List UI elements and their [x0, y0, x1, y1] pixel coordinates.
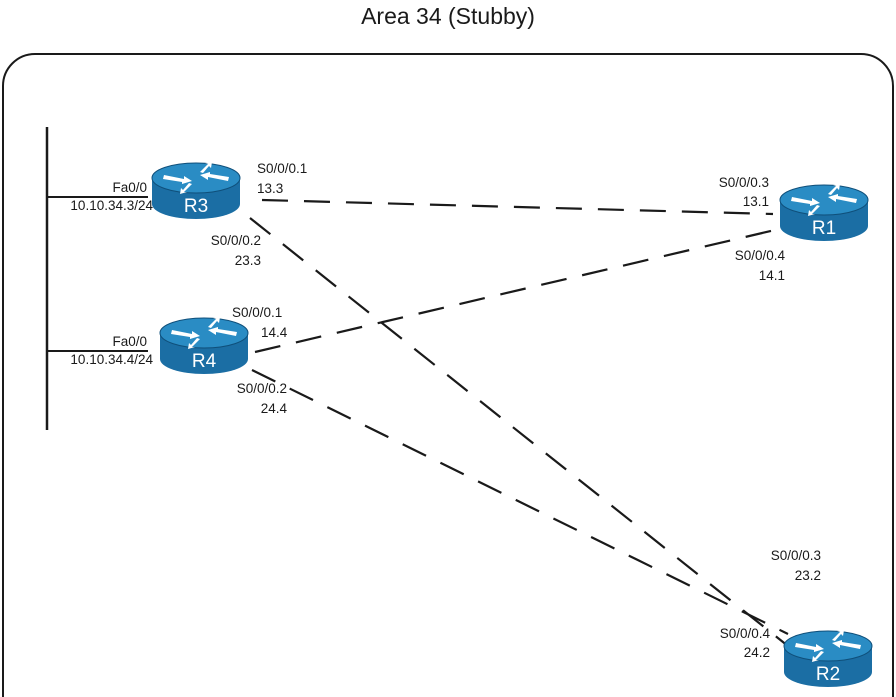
r4-s02-ip: 24.4: [261, 401, 288, 416]
r1-s03-label: S0/0/0.3: [719, 175, 769, 190]
area-boundary: [2, 53, 894, 697]
router-r4[interactable]: R4: [159, 316, 249, 375]
router-r4-label: R4: [192, 351, 217, 372]
r1-s03-ip: 13.1: [743, 194, 769, 209]
router-r3-label: R3: [184, 196, 208, 217]
r4-s01-label: S0/0/0.1: [232, 305, 282, 320]
link-r3-r2: [249, 217, 794, 651]
router-r2[interactable]: R2: [783, 629, 873, 688]
r4-s01-ip: 14.4: [261, 325, 288, 340]
r2-s04-label: S0/0/0.4: [720, 626, 771, 641]
link-r4-r1: [254, 228, 776, 354]
router-r3[interactable]: R3: [151, 161, 241, 220]
diagram-title: Area 34 (Stubby): [361, 3, 535, 29]
link-r4-r2: [251, 369, 789, 635]
r4-fa-ip: 10.10.34.4/24: [70, 352, 153, 367]
link-r3-r1: [261, 198, 774, 216]
router-r1-label: R1: [812, 218, 836, 239]
r4-s02-label: S0/0/0.2: [237, 381, 287, 396]
r3-fa-ip: 10.10.34.3/24: [70, 198, 153, 213]
r3-fa-label: Fa0/0: [112, 180, 147, 195]
r3-s02-ip: 23.3: [235, 253, 261, 268]
r3-s01-label: S0/0/0.1: [257, 161, 307, 176]
r1-s04-label: S0/0/0.4: [735, 248, 786, 263]
r3-s02-label: S0/0/0.2: [211, 233, 261, 248]
r4-fa-label: Fa0/0: [112, 334, 147, 349]
router-r1[interactable]: R1: [779, 183, 869, 242]
r3-s01-ip: 13.3: [257, 181, 283, 196]
r2-s03-label: S0/0/0.3: [771, 548, 821, 563]
r2-s03-ip: 23.2: [795, 568, 821, 583]
router-r2-label: R2: [816, 664, 840, 685]
r1-s04-ip: 14.1: [759, 268, 785, 283]
r2-s04-ip: 24.2: [744, 645, 770, 660]
